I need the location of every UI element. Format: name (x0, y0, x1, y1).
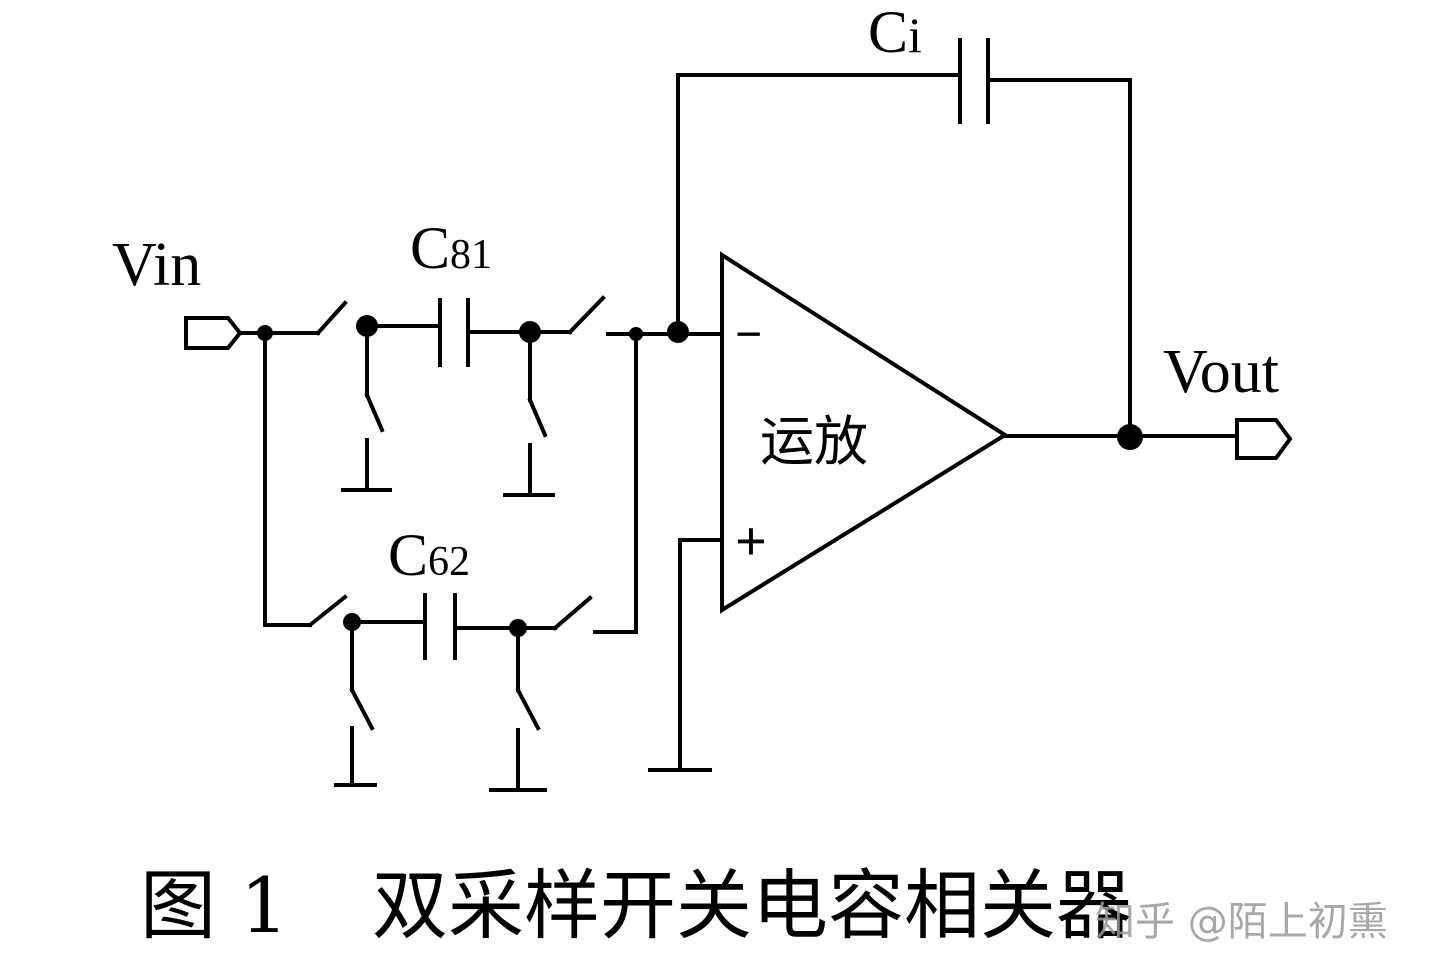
ci-label: Ci (868, 0, 922, 65)
switch-shunt (364, 392, 385, 433)
c81-label: C81 (410, 215, 492, 281)
figure-number: 图 1 (140, 861, 289, 950)
switch-out-1 (567, 295, 606, 335)
watermark: 知乎 @陌上初熏 (1095, 899, 1388, 945)
vin-label: Vin (112, 231, 201, 299)
switch-shunt (527, 397, 548, 438)
switch-shunt (515, 687, 541, 731)
switch-in-2 (307, 594, 348, 628)
feedback-path (676, 38, 1132, 439)
node-dot (667, 321, 689, 343)
bottom-branch (263, 331, 638, 792)
node-dot (629, 327, 643, 341)
opamp-label: 运放 (760, 410, 868, 473)
node-dot (343, 613, 361, 631)
node-dot (519, 321, 541, 343)
vout-terminal (1235, 418, 1293, 460)
node-dot (509, 619, 527, 637)
switch-out-2 (552, 595, 593, 631)
switch-in-1 (315, 300, 348, 336)
plus-sign: + (735, 511, 767, 573)
top-branch (238, 295, 724, 497)
node-dot (356, 315, 378, 337)
vin-terminal (184, 316, 243, 350)
minus-sign: − (735, 308, 762, 361)
node-dot (257, 325, 273, 341)
opamp-triangle (720, 251, 1009, 614)
c62-label: C62 (388, 522, 470, 588)
figure-title: 双采样开关电容相关器 (372, 861, 1132, 950)
switch-shunt (349, 687, 375, 731)
vout-label: Vout (1163, 338, 1279, 406)
node-dot (1117, 424, 1143, 450)
